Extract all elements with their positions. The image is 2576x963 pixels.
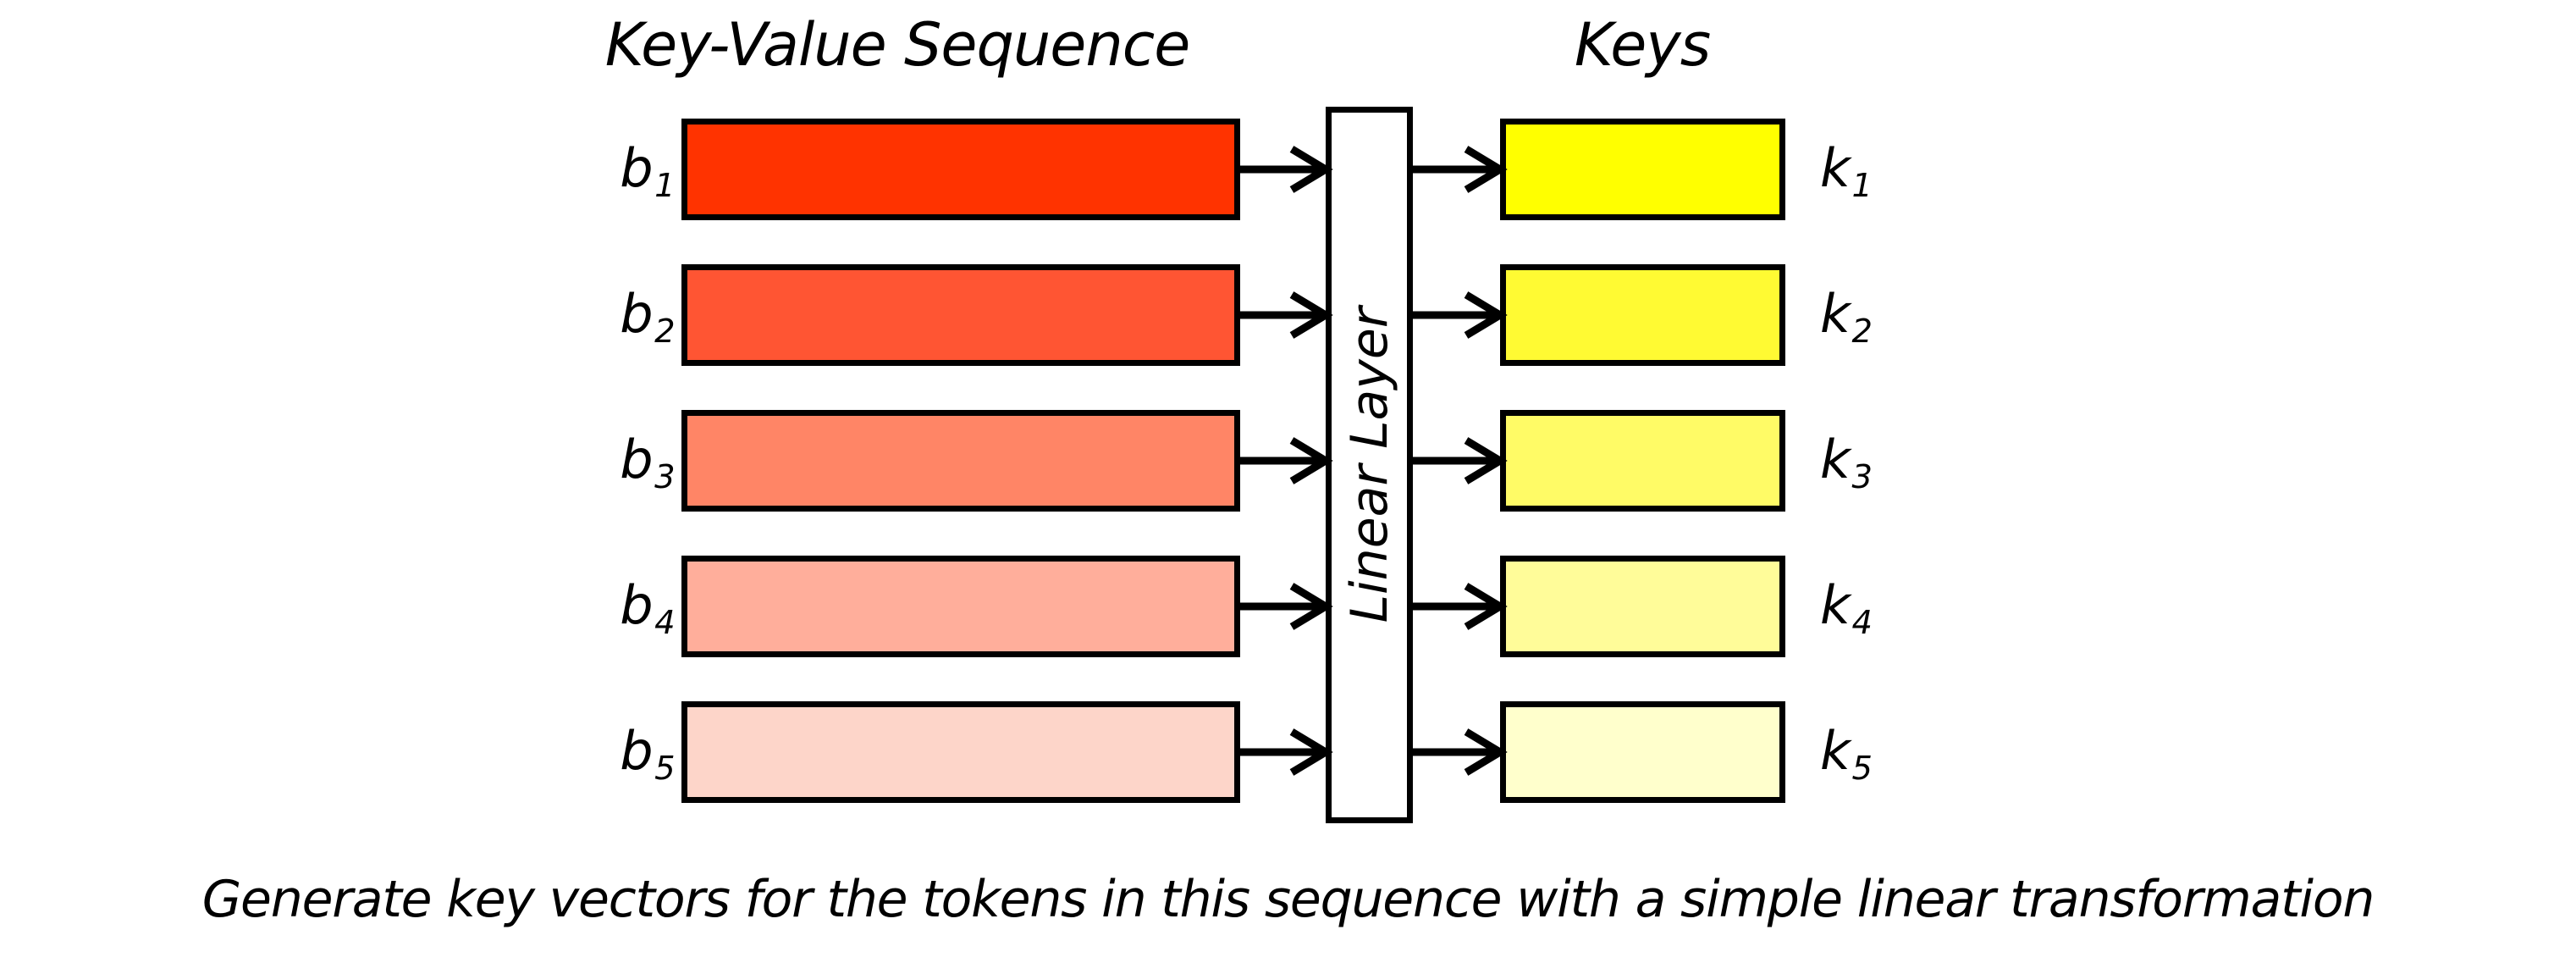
row-label-k1-subscript: 1 (1851, 166, 1873, 205)
key-value-bar-b4 (681, 556, 1240, 657)
row-label-b3-subscript: 3 (654, 457, 676, 496)
row-label-k1: k1 (1820, 142, 1913, 202)
row-label-k4-subscript: 4 (1851, 603, 1873, 642)
row-label-k2-base: k (1820, 283, 1851, 345)
arrow-out-1 (1413, 146, 1508, 193)
row-label-b3: b3 (598, 434, 675, 494)
row-label-b1-subscript: 1 (654, 166, 676, 205)
row-label-b2: b2 (598, 288, 675, 348)
key-value-bar-b2 (681, 264, 1240, 366)
arrow-out-5 (1413, 728, 1508, 776)
key-value-bar-b5 (681, 701, 1240, 803)
row-label-b4-base: b (620, 574, 654, 636)
row-label-k5-subscript: 5 (1851, 749, 1873, 788)
row-label-b4: b4 (598, 579, 675, 639)
row-label-b4-subscript: 4 (654, 603, 676, 642)
row-label-k3-subscript: 3 (1851, 457, 1873, 496)
arrow-in-4 (1240, 583, 1333, 630)
arrow-in-3 (1240, 437, 1333, 484)
arrow-group-in (1240, 146, 1333, 776)
key-value-sequence-title: Key-Value Sequence (604, 10, 1191, 80)
row-label-k2: k2 (1820, 288, 1913, 348)
row-label-b5-subscript: 5 (654, 749, 676, 788)
row-label-k5: k5 (1820, 725, 1913, 785)
row-label-k3: k3 (1820, 434, 1913, 494)
arrow-in-1 (1240, 146, 1333, 193)
row-label-k4-base: k (1820, 574, 1851, 636)
key-value-bar-b3 (681, 410, 1240, 512)
arrow-in-5 (1240, 728, 1333, 776)
row-label-b2-base: b (620, 283, 654, 345)
row-label-b1: b1 (598, 142, 675, 202)
arrow-out-2 (1413, 291, 1508, 339)
row-label-k2-subscript: 2 (1851, 312, 1873, 351)
key-bar-k4 (1500, 556, 1785, 657)
key-bar-k1 (1500, 119, 1785, 220)
row-label-b5-base: b (620, 720, 654, 782)
arrow-out-4 (1413, 583, 1508, 630)
row-label-b2-subscript: 2 (654, 312, 676, 351)
figure-caption: Generate key vectors for the tokens in t… (201, 870, 2375, 929)
key-bar-k3 (1500, 410, 1785, 512)
key-bar-k2 (1500, 264, 1785, 366)
row-label-k1-base: k (1820, 137, 1851, 199)
row-label-k4: k4 (1820, 579, 1913, 639)
row-label-b5: b5 (598, 725, 675, 785)
linear-layer-label: Linear Layer (1339, 307, 1399, 623)
keys-title: Keys (1574, 10, 1711, 80)
arrow-out-3 (1413, 437, 1508, 484)
linear-layer-box: Linear Layer (1326, 107, 1413, 823)
row-label-k5-base: k (1820, 720, 1851, 782)
key-value-bar-b1 (681, 119, 1240, 220)
key-bar-k5 (1500, 701, 1785, 803)
row-label-b3-base: b (620, 429, 654, 490)
row-label-k3-base: k (1820, 429, 1851, 490)
arrow-in-2 (1240, 291, 1333, 339)
arrow-group-out (1413, 146, 1508, 776)
row-label-b1-base: b (620, 137, 654, 199)
